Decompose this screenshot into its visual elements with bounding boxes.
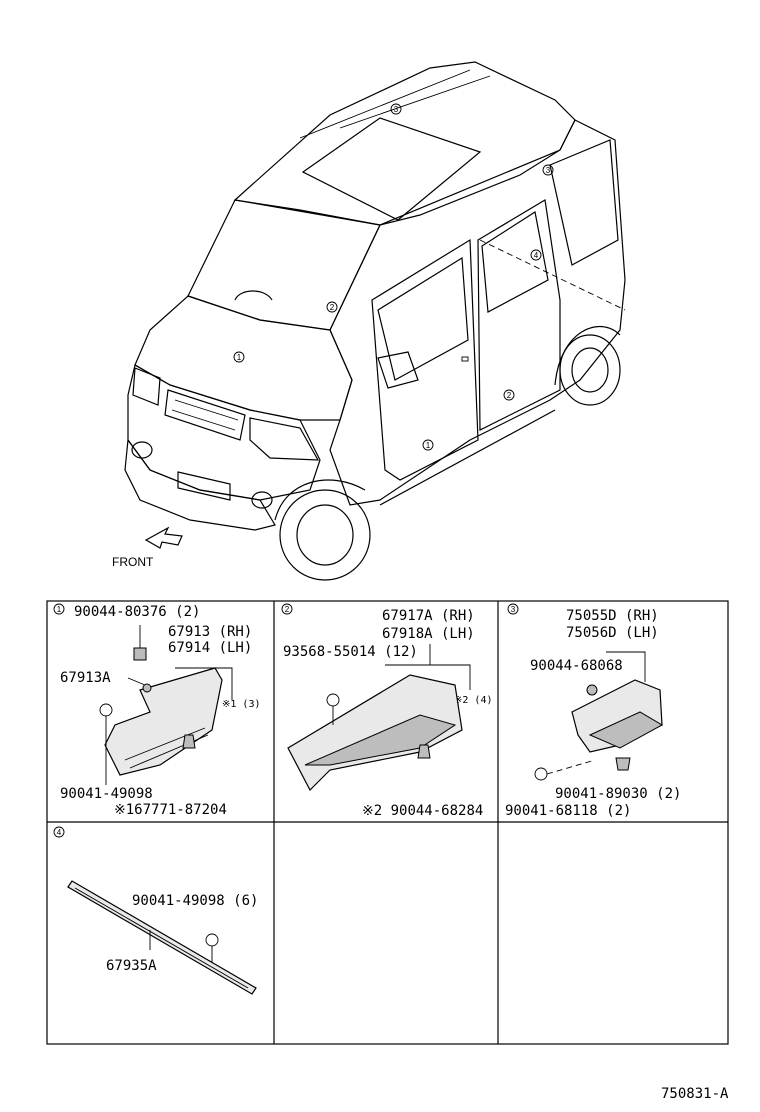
- vehicle-callout-2-windshield: 2: [326, 301, 338, 313]
- p3-fastener-mid-label: 90041-89030 (2): [555, 786, 681, 802]
- screw-icon: [534, 767, 548, 781]
- svg-text:4: 4: [534, 251, 539, 260]
- front-direction-arrow: FRONT: [112, 526, 183, 569]
- p3-part-lh-label: 75056D (LH): [566, 625, 659, 641]
- p1-part-lh-label: 67914 (LH): [168, 640, 252, 656]
- p2-note-ref-label: ※2 (4): [454, 695, 492, 706]
- p1-note-def-label: ※167771-87204: [114, 802, 227, 818]
- p1-part-a-label: 67913A: [60, 670, 111, 686]
- p1-fastener-bottom-label: 90041-49098: [60, 786, 153, 802]
- vehicle-callout-1-hood: 1: [233, 351, 245, 363]
- clip-icon: [133, 625, 147, 661]
- vehicle-callout-3-roof: 3: [390, 103, 402, 115]
- screw-icon: [99, 703, 113, 717]
- screw-icon: [326, 693, 340, 707]
- svg-text:2: 2: [330, 303, 335, 312]
- panel-1-number: 1: [57, 605, 62, 614]
- p2-part-rh-label: 67917A (RH): [382, 608, 475, 624]
- parts-grid: [46, 600, 729, 1045]
- scuff-plate-67913: [104, 667, 223, 776]
- svg-text:3: 3: [546, 166, 551, 175]
- screw-icon: [205, 933, 219, 947]
- clip-icon: [615, 757, 631, 771]
- p2-part-lh-label: 67918A (LH): [382, 626, 475, 642]
- p2-fastener-label: 93568-55014 (12): [283, 644, 418, 660]
- nut-icon: [586, 684, 598, 696]
- p1-part-rh-label: 67913 (RH): [168, 624, 252, 640]
- vehicle-callout-4: 4: [530, 249, 542, 261]
- panel-3-number: 3: [511, 605, 516, 614]
- panel-2: 2 67917A (RH) 67918A (LH) 93568-55014 (1…: [281, 603, 492, 819]
- svg-text:3: 3: [394, 105, 399, 114]
- clip-icon: [417, 744, 431, 759]
- pin-icon: [142, 683, 152, 693]
- p1-note-ref-label: ※1 (3): [222, 699, 260, 710]
- vehicle-callout-3-rear: 3: [542, 164, 554, 176]
- panel-4-number: 4: [57, 828, 62, 837]
- vehicle-illustration: 3 3 4 2 1 2 1: [124, 61, 626, 581]
- p3-part-rh-label: 75055D (RH): [566, 608, 659, 624]
- p4-fastener-label: 90041-49098 (6): [132, 893, 258, 909]
- p1-fastener-top-label: 90044-80376 (2): [74, 604, 200, 620]
- diagram-code: 750831-A: [661, 1086, 729, 1102]
- vehicle-callout-2-door: 2: [503, 389, 515, 401]
- clip-bottom-icon: [182, 734, 196, 749]
- svg-text:1: 1: [426, 441, 431, 450]
- front-label: FRONT: [112, 555, 154, 569]
- svg-text:1: 1: [237, 353, 242, 362]
- p4-part-label: 67935A: [106, 958, 157, 974]
- panel-4: 4 90041-49098 (6) 67935A: [53, 826, 258, 995]
- panel-3: 3 75055D (RH) 75056D (LH) 90044-68068 90…: [505, 603, 681, 819]
- svg-text:2: 2: [507, 391, 512, 400]
- p3-fastener-bottom-label: 90041-68118 (2): [505, 803, 631, 819]
- panel-2-number: 2: [285, 605, 290, 614]
- panel-1: 1 90044-80376 (2) 67913 (RH) 67914 (LH) …: [53, 603, 260, 818]
- p2-note-def-label: ※2 90044-68284: [362, 803, 483, 819]
- p3-fastener-top-label: 90044-68068: [530, 658, 623, 674]
- vehicle-callout-1-door: 1: [422, 439, 434, 451]
